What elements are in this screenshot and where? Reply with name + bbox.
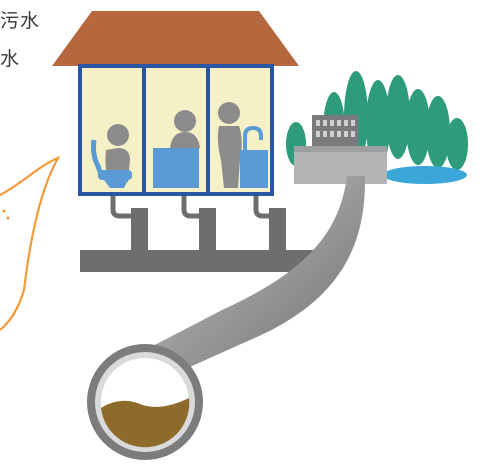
label-water: 水 (0, 48, 21, 70)
lake-icon (383, 166, 467, 184)
flow-arrow-line (0, 155, 61, 331)
house-supports (131, 208, 286, 253)
label-sewage: 污水 (0, 10, 41, 32)
flow-dot (6, 216, 10, 220)
sewage-sludge (101, 398, 190, 448)
house-roof (52, 11, 299, 66)
treatment-plant-icon (294, 115, 387, 184)
sewer-pipe-icon (145, 176, 366, 375)
bathtub-icon (153, 110, 200, 188)
drain-pipes (110, 192, 278, 219)
sink-icon (217, 102, 268, 188)
toilet-icon (91, 124, 132, 188)
ground-slab (80, 250, 335, 272)
flow-dot (2, 209, 6, 213)
